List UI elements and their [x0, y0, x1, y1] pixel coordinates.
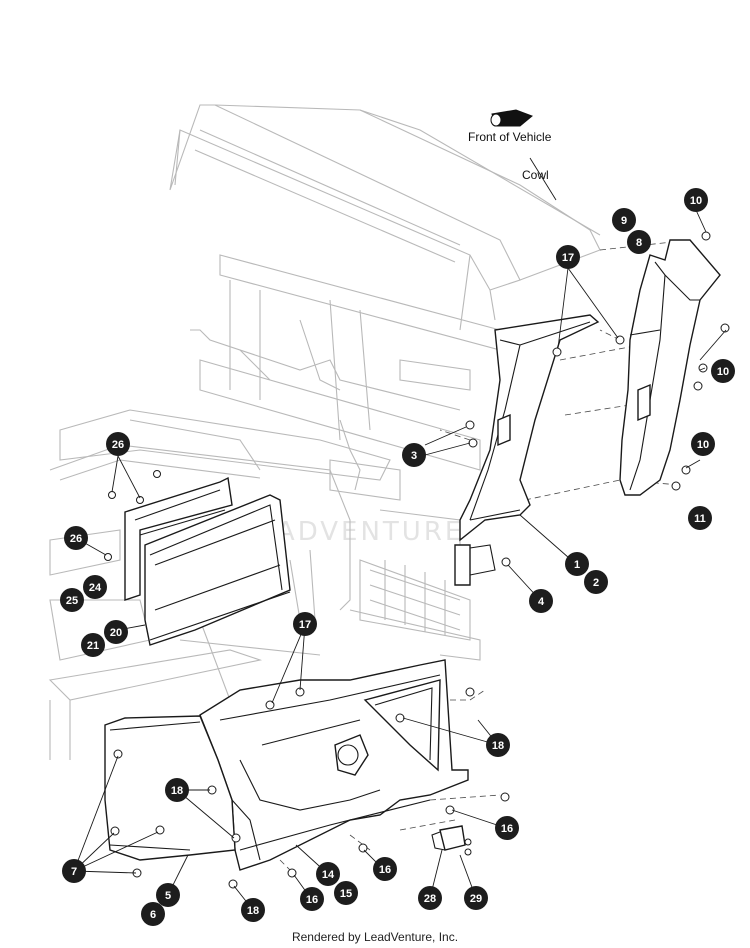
- svg-text:18: 18: [492, 740, 504, 752]
- callout-7: 7: [62, 859, 86, 883]
- svg-text:29: 29: [470, 893, 482, 905]
- svg-text:14: 14: [322, 869, 335, 881]
- front-of-vehicle-indicator: Front of Vehicle: [468, 109, 552, 144]
- callout-3: 3: [402, 443, 426, 467]
- callout-15: 15: [334, 881, 358, 905]
- callout-26-top: 26: [106, 432, 130, 456]
- callout-28: 28: [418, 886, 442, 910]
- callout-11: 11: [688, 506, 712, 530]
- callout-16-right: 16: [495, 816, 519, 840]
- svg-text:18: 18: [247, 905, 259, 917]
- a-pillar-panel: [454, 314, 600, 586]
- fasteners: [104, 231, 730, 889]
- callout-16-low: 16: [300, 887, 324, 911]
- svg-text:10: 10: [697, 439, 709, 451]
- svg-text:11: 11: [694, 513, 706, 525]
- svg-text:4: 4: [538, 596, 545, 608]
- callout-25: 25: [60, 588, 84, 612]
- dash-center-panel: [124, 476, 291, 646]
- svg-text:3: 3: [411, 450, 417, 462]
- svg-text:10: 10: [690, 195, 702, 207]
- callout-16-mid: 16: [373, 857, 397, 881]
- svg-text:17: 17: [562, 252, 574, 264]
- svg-text:1: 1: [574, 559, 580, 571]
- svg-text:8: 8: [636, 237, 642, 249]
- rendered-by-footer: Rendered by LeadVenture, Inc.: [291, 930, 459, 944]
- callout-8: 8: [627, 230, 651, 254]
- svg-text:26: 26: [70, 533, 82, 545]
- callout-17-top: 17: [556, 245, 580, 269]
- callout-17-low: 17: [293, 612, 317, 636]
- callout-5: 5: [156, 883, 180, 907]
- callout-10-mid: 10: [711, 359, 735, 383]
- svg-text:5: 5: [165, 890, 171, 902]
- svg-text:21: 21: [87, 640, 99, 652]
- callout-9: 9: [612, 208, 636, 232]
- callout-6: 6: [141, 902, 165, 926]
- svg-text:24: 24: [89, 582, 102, 594]
- callout-24: 24: [83, 575, 107, 599]
- callout-14: 14: [316, 862, 340, 886]
- callout-2: 2: [584, 570, 608, 594]
- svg-text:16: 16: [306, 894, 318, 906]
- cowl-label: Cowl: [522, 168, 549, 182]
- callout-29: 29: [464, 886, 488, 910]
- svg-text:16: 16: [379, 864, 391, 876]
- callout-21: 21: [81, 633, 105, 657]
- svg-text:16: 16: [501, 823, 513, 835]
- svg-text:25: 25: [66, 595, 78, 607]
- svg-text:9: 9: [621, 215, 627, 227]
- callout-10-low: 10: [691, 432, 715, 456]
- front-of-vehicle-label: Front of Vehicle: [468, 130, 552, 144]
- lower-kick-panel: [199, 659, 469, 871]
- callout-18-bottom: 18: [241, 898, 265, 922]
- callout-26-left: 26: [64, 526, 88, 550]
- callout-18-right: 18: [486, 733, 510, 757]
- svg-text:6: 6: [150, 909, 156, 921]
- right-side-panel: [619, 239, 721, 496]
- svg-text:10: 10: [717, 366, 729, 378]
- svg-text:15: 15: [340, 888, 352, 900]
- callout-18-left: 18: [165, 778, 189, 802]
- callout-20: 20: [104, 620, 128, 644]
- svg-text:2: 2: [593, 577, 599, 589]
- svg-text:28: 28: [424, 893, 436, 905]
- svg-text:7: 7: [71, 866, 77, 878]
- svg-text:18: 18: [171, 785, 183, 797]
- callout-10-top: 10: [684, 188, 708, 212]
- svg-text:26: 26: [112, 439, 124, 451]
- svg-text:17: 17: [299, 619, 311, 631]
- callout-1: 1: [565, 552, 589, 576]
- bracket: [431, 825, 466, 851]
- svg-text:20: 20: [110, 627, 122, 639]
- callout-4: 4: [529, 589, 553, 613]
